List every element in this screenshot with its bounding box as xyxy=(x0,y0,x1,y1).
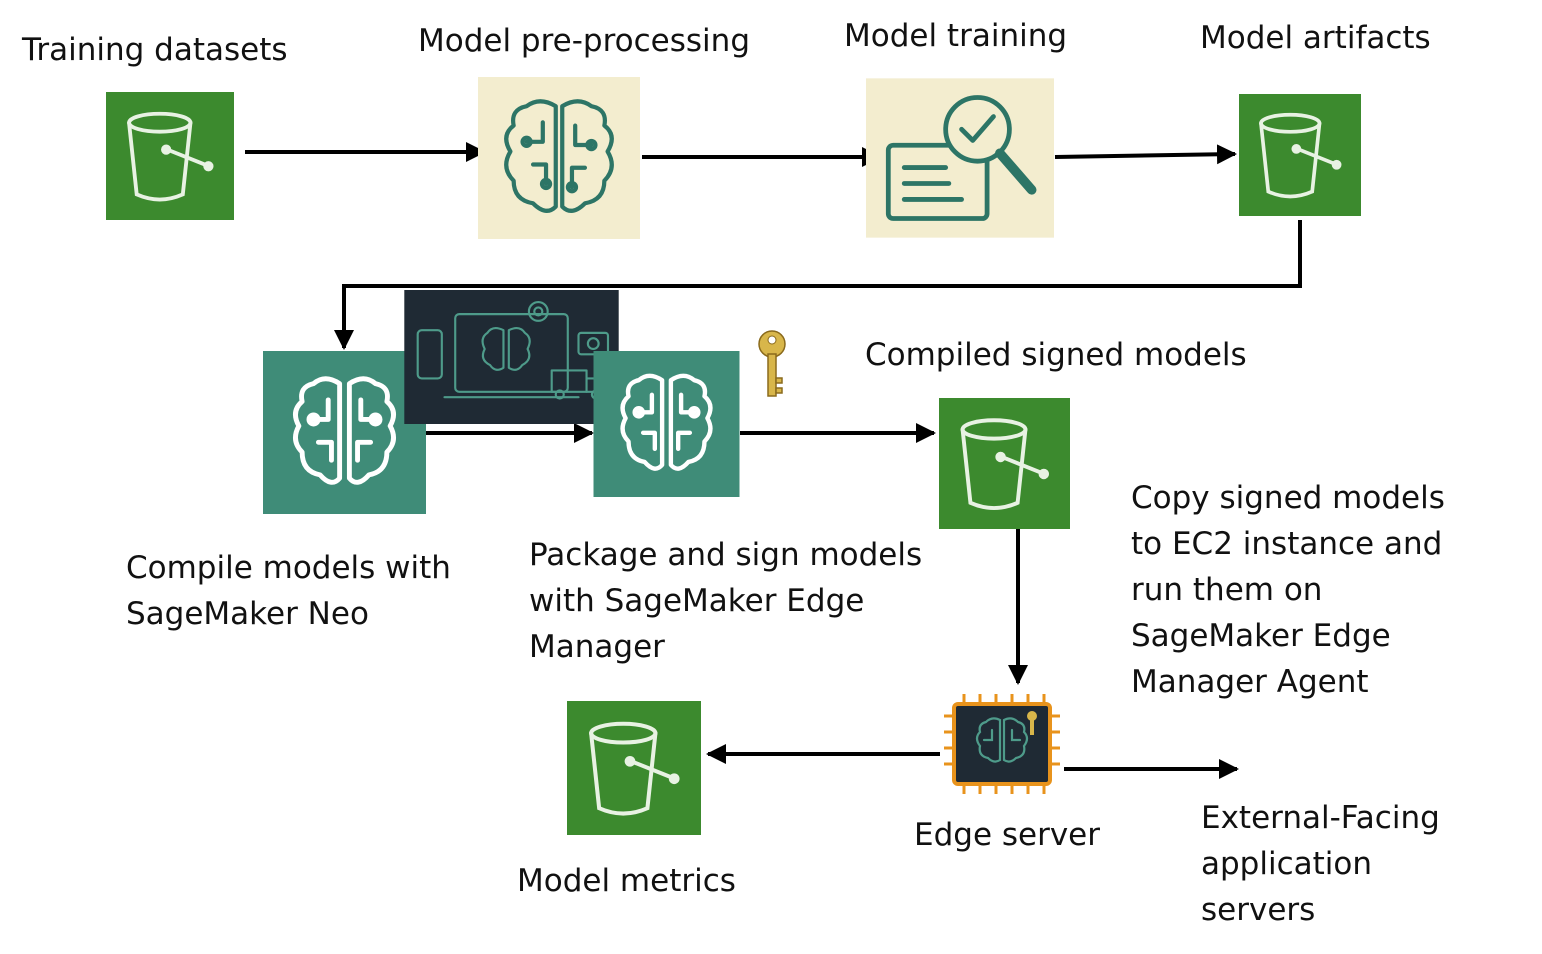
label-copy-signed: Copy signed models to EC2 instance and r… xyxy=(1131,480,1445,700)
label-model-metrics: Model metrics xyxy=(517,863,736,899)
label-external-facing: External-Facing application servers xyxy=(1201,800,1440,928)
sagemaker-brain-icon xyxy=(593,351,740,497)
sagemaker-brain-icon xyxy=(263,351,426,514)
label-compiled-signed-models: Compiled signed models xyxy=(865,337,1247,373)
arrow-artifacts-to-neo xyxy=(334,220,1302,350)
label-training-datasets: Training datasets xyxy=(22,32,288,68)
arrow-training-to-artifacts xyxy=(1054,144,1237,165)
document-magnifier-icon xyxy=(866,78,1054,238)
label-model-training: Model training xyxy=(844,18,1068,54)
label-model-artifacts: Model artifacts xyxy=(1200,20,1431,56)
brain-circuit-icon xyxy=(476,77,642,239)
chip-brain-icon xyxy=(940,690,1064,798)
label-package-sign: Package and sign models with SageMaker E… xyxy=(529,537,923,665)
s3-bucket-icon xyxy=(567,700,701,836)
edge-devices-icon xyxy=(404,290,619,424)
label-compile-models: Compile models with SageMaker Neo xyxy=(126,550,451,632)
s3-bucket-icon xyxy=(939,398,1070,529)
s3-bucket-icon xyxy=(106,91,234,221)
s3-bucket-icon xyxy=(1239,91,1361,219)
label-model-preprocessing: Model pre-processing xyxy=(418,23,750,59)
label-edge-server: Edge server xyxy=(914,817,1100,853)
key-icon xyxy=(754,328,790,402)
